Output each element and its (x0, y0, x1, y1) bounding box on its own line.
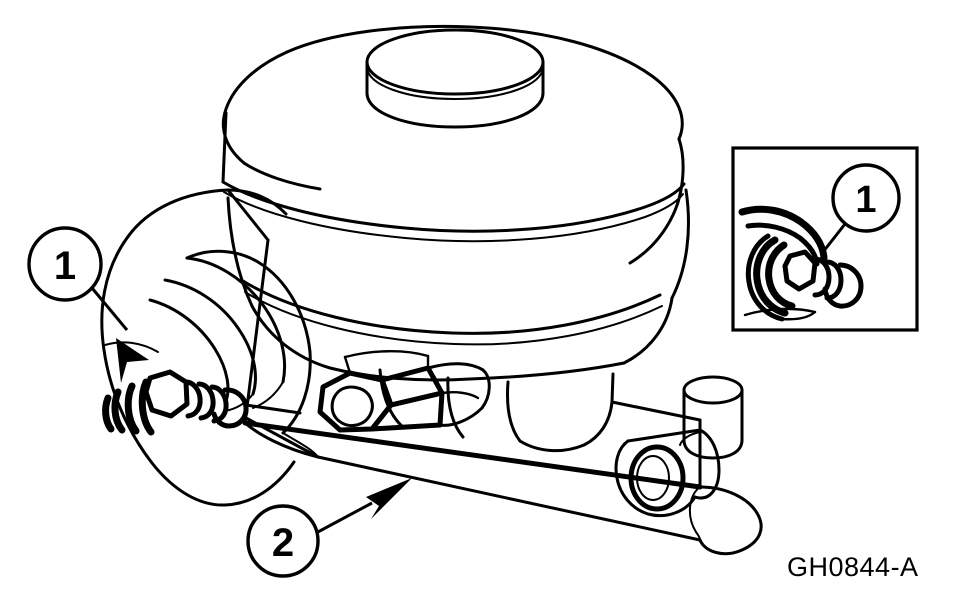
callout-1-inset-circle (831, 163, 901, 233)
flange-boot-folds (148, 188, 319, 458)
bleeder-screw-detail (738, 205, 864, 322)
callout-1-inset[interactable]: 1 (821, 163, 901, 253)
figure-code-label: GH0844-A (787, 552, 919, 582)
callout-1-arrowhead (116, 338, 149, 383)
callout-2-label: 2 (272, 521, 294, 565)
hex-outlet-fitting (317, 350, 491, 433)
detail-view-inset: 1 (731, 146, 919, 332)
cylinder-body (242, 420, 763, 556)
callout-1-main[interactable]: 1 (27, 226, 129, 331)
callout-2-circle (246, 504, 320, 578)
callout-1-circle (27, 226, 103, 302)
callout-1-label: 1 (54, 244, 76, 288)
upright-boss (679, 375, 744, 460)
callout-2-leader (315, 501, 373, 535)
callout-1-leader (90, 287, 129, 331)
outlet-port-boss (614, 428, 721, 518)
callout-1-inset-leader (821, 223, 847, 253)
reservoir-cap (365, 28, 545, 129)
callout-1-inset-label: 1 (855, 179, 876, 221)
inset-frame (731, 146, 919, 332)
callout-2-main[interactable]: 2 (246, 501, 373, 578)
callout-2-arrowhead (366, 478, 412, 519)
bleeder-screw-fitting (102, 369, 320, 459)
fluid-reservoir (221, 24, 690, 382)
cylinder-shoulder (378, 368, 702, 489)
